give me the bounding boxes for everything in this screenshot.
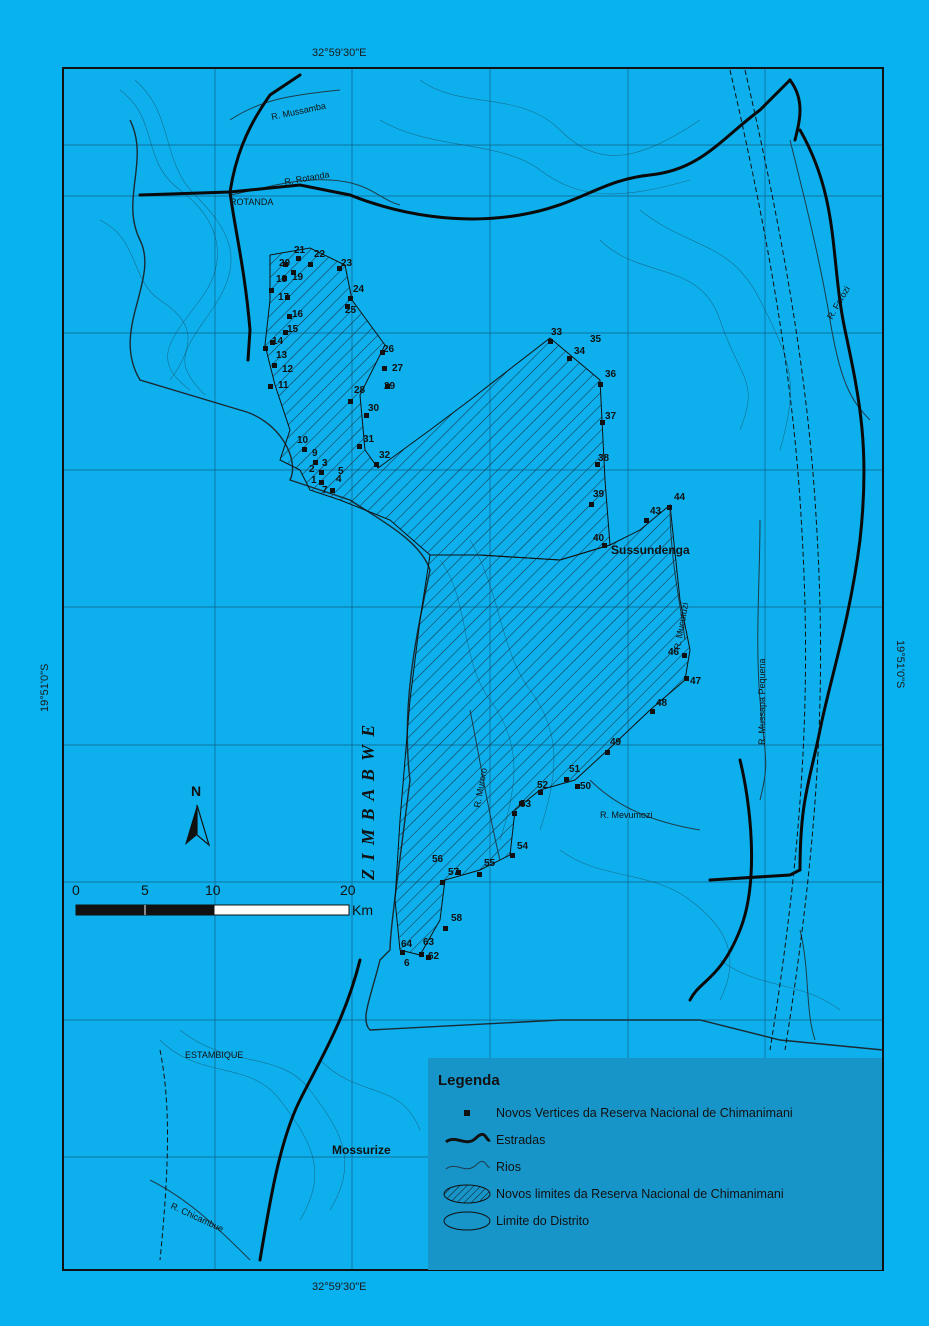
vertex-12: 12 xyxy=(282,364,294,375)
vertex-31: 31 xyxy=(363,434,375,445)
legend-item-label: Novos limites da Reserva Nacional de Chi… xyxy=(496,1186,784,1201)
vertex-17: 17 xyxy=(278,292,290,303)
vertex-58: 58 xyxy=(451,913,463,924)
legend-item-label: Estradas xyxy=(496,1132,546,1147)
vertex-16: 16 xyxy=(292,309,304,320)
roads xyxy=(138,73,866,1262)
legend-item-roads: Estradas xyxy=(438,1126,872,1153)
scale-tick-0: 0 xyxy=(72,882,80,898)
vertex-28: 28 xyxy=(354,385,366,396)
vertex-29: 29 xyxy=(384,381,396,392)
vertex-19: 19 xyxy=(292,272,304,283)
vertex-10: 10 xyxy=(297,435,309,446)
vertex-33: 33 xyxy=(551,327,563,338)
vertex-7: 7 xyxy=(322,485,328,496)
legend-item-rivers: Rios xyxy=(438,1153,872,1180)
vertex-30: 30 xyxy=(368,403,380,414)
right-coord-label: 19°51'0"S xyxy=(894,640,906,688)
country-label: Z I M B A B W E xyxy=(358,723,378,881)
vertex-51: 51 xyxy=(569,764,581,775)
vertex-18: 18 xyxy=(276,274,288,285)
district-boundary xyxy=(129,119,884,1051)
vertex-50: 50 xyxy=(580,781,592,792)
vertex-13: 13 xyxy=(276,350,288,361)
north-label: N xyxy=(191,783,201,799)
vertex-47: 47 xyxy=(690,676,702,687)
vertex-32: 32 xyxy=(379,450,391,461)
road-line-icon xyxy=(438,1130,496,1150)
vertex-34: 34 xyxy=(574,346,586,357)
vertex-54: 54 xyxy=(517,841,529,852)
vertex-4: 4 xyxy=(336,474,342,485)
scale-tick-10: 10 xyxy=(205,882,221,898)
vertex-43: 43 xyxy=(650,506,662,517)
river-mussapa-pequena-label: R. Mussapa Pequena xyxy=(757,658,767,745)
vertex-6: 6 xyxy=(404,958,410,969)
vertices xyxy=(263,256,689,960)
vertex-labels: 1 2 3 4 5 6 7 9 10 11 12 13 14 15 16 17 … xyxy=(272,245,702,969)
river-line-icon xyxy=(438,1157,496,1177)
vertex-21: 21 xyxy=(294,245,306,256)
vertex-9: 9 xyxy=(312,448,318,459)
vertex-36: 36 xyxy=(605,369,617,380)
bottom-coord-label: 32°59'30"E xyxy=(312,1281,366,1293)
vertex-1: 1 xyxy=(311,475,317,486)
vertex-55: 55 xyxy=(484,858,496,869)
vertex-5: 5 xyxy=(338,466,344,477)
vertex-22: 22 xyxy=(314,249,326,260)
vertex-48: 48 xyxy=(656,698,668,709)
vertex-11: 11 xyxy=(278,380,289,391)
mossurize-label: Mossurize xyxy=(332,1143,391,1157)
district-ellipse-icon xyxy=(438,1211,496,1231)
scale-tick-5: 5 xyxy=(141,882,149,898)
vertex-57: 57 xyxy=(448,867,460,878)
legend-item-label: Limite do Distrito xyxy=(496,1213,590,1228)
vertex-2: 2 xyxy=(309,464,315,475)
vertex-49: 49 xyxy=(610,737,622,748)
river-mevumozi-label: R. Mevumozi xyxy=(600,810,653,820)
vertex-62: 62 xyxy=(428,951,440,962)
left-coord-label: 19°51'0"S xyxy=(39,664,51,712)
vertex-26: 26 xyxy=(383,344,395,355)
vertex-27: 27 xyxy=(392,363,404,374)
top-coord-label: 32°59'30"E xyxy=(312,47,366,59)
vertex-40: 40 xyxy=(593,533,605,544)
vertex-15: 15 xyxy=(287,324,299,335)
vertex-38: 38 xyxy=(598,453,610,464)
legend: Legenda Novos Vertices da Reserva Nacion… xyxy=(428,1058,882,1270)
vertex-44: 44 xyxy=(674,492,686,503)
railway xyxy=(159,69,822,1261)
square-marker-icon xyxy=(438,1103,496,1123)
legend-item-reserve-limits: Novos limites da Reserva Nacional de Chi… xyxy=(438,1180,872,1207)
vertex-14: 14 xyxy=(272,336,284,347)
hatched-area-icon xyxy=(438,1184,496,1204)
scale-tick-20: 20 xyxy=(340,882,356,898)
vertex-37: 37 xyxy=(605,411,617,422)
vertex-52: 52 xyxy=(537,780,549,791)
legend-item-label: Novos Vertices da Reserva Nacional de Ch… xyxy=(496,1105,793,1120)
rotanda-place-label: ROTANDA xyxy=(230,197,273,207)
vertex-53: 53 xyxy=(520,799,532,810)
scale-bar: 0 5 10 20 Km xyxy=(72,882,373,918)
vertex-39: 39 xyxy=(593,489,605,500)
vertex-63: 63 xyxy=(423,937,435,948)
vertex-24: 24 xyxy=(353,284,365,295)
scale-unit: Km xyxy=(352,902,373,918)
vertex-64: 64 xyxy=(401,939,413,950)
vertex-35: 35 xyxy=(590,334,602,345)
estambique-place-label: ESTAMBIQUE xyxy=(185,1050,243,1060)
legend-item-district-limit: Limite do Distrito xyxy=(438,1207,872,1234)
vertex-46: 46 xyxy=(668,647,680,658)
north-arrow-icon: N xyxy=(185,783,211,847)
vertex-3: 3 xyxy=(322,458,328,469)
vertex-25: 25 xyxy=(345,305,357,316)
legend-item-label: Rios xyxy=(496,1159,522,1174)
vertex-23: 23 xyxy=(341,258,353,269)
legend-item-vertices: Novos Vertices da Reserva Nacional de Ch… xyxy=(438,1099,872,1126)
vertex-20: 20 xyxy=(279,258,291,269)
sussundenga-label: Sussundenga xyxy=(611,543,690,557)
legend-title: Legenda xyxy=(438,1072,500,1089)
vertex-56: 56 xyxy=(432,854,444,865)
